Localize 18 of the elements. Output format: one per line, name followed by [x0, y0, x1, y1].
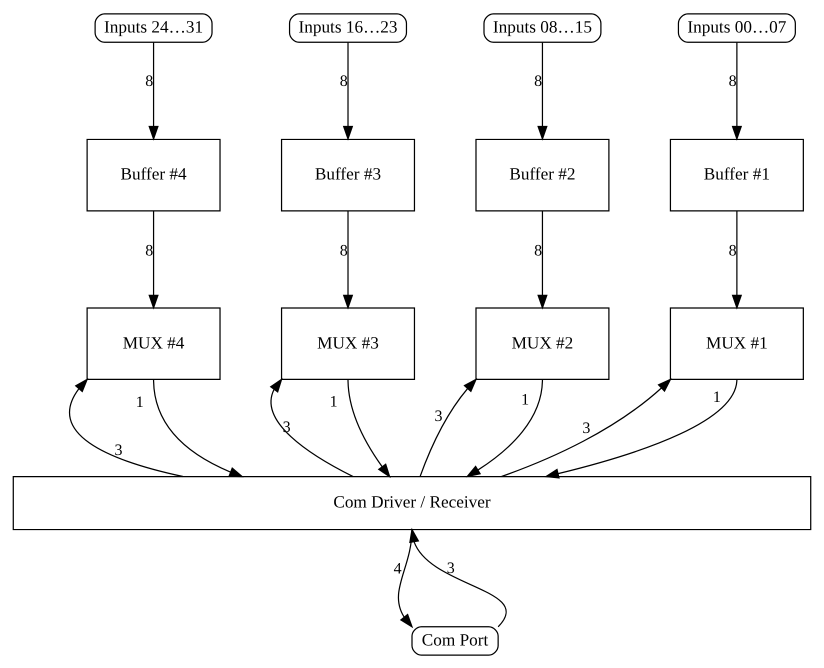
edge-label: 3	[446, 559, 455, 576]
edge-label: 8	[728, 242, 737, 259]
edge-label: 8	[534, 72, 542, 90]
edge-label: 3	[114, 442, 122, 459]
edge-label: 4	[394, 560, 402, 578]
edge-label: 8	[340, 72, 348, 90]
edge-label: 8	[145, 242, 154, 259]
edge-label: 1	[136, 393, 144, 410]
edge-label: 1	[521, 390, 530, 408]
edge-label: 8	[728, 72, 737, 90]
edge-label: 8	[145, 72, 154, 90]
edge-label: 8	[340, 242, 348, 259]
edge-label: 3	[582, 419, 590, 436]
edge-label: 3	[434, 408, 442, 425]
edge-label: 8	[534, 242, 542, 259]
edge-label: 3	[282, 418, 291, 436]
edge-label: 1	[330, 393, 338, 410]
edge-label: 1	[712, 388, 721, 406]
